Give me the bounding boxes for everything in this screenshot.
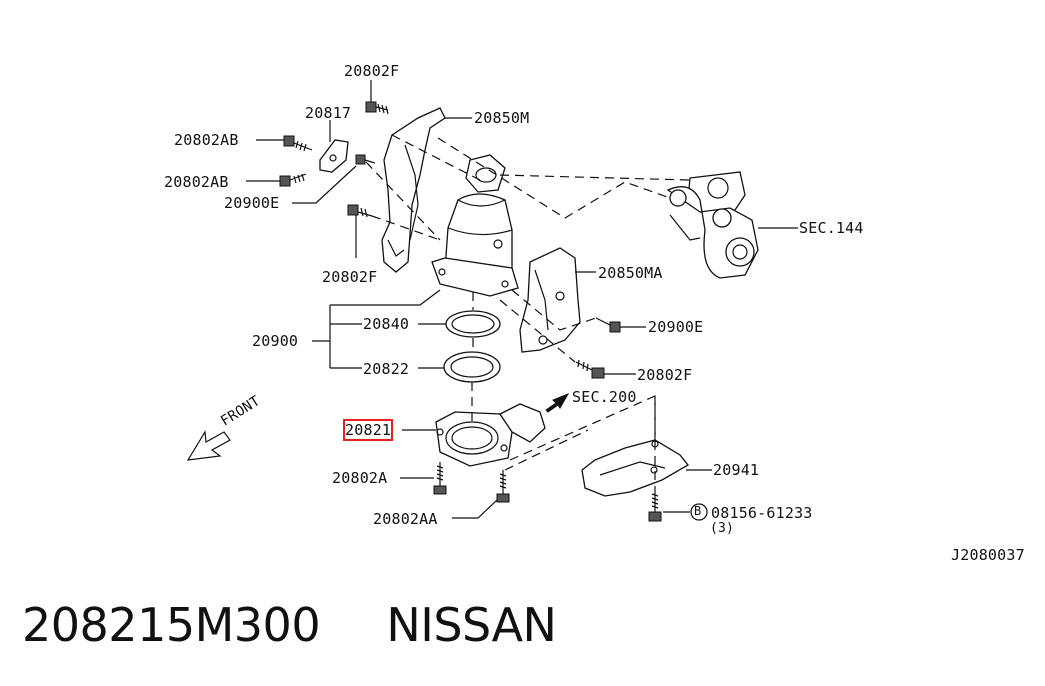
bolt-20802F-right (575, 359, 605, 379)
diagram-id: J2080037 (951, 546, 1025, 564)
bolt-20802F-mid (347, 204, 373, 218)
label-20802A[interactable]: 20802A (332, 469, 388, 487)
label-08156-61233[interactable]: 08156-61233 (711, 504, 813, 522)
label-20821-highlighted[interactable]: 20821 (342, 419, 394, 441)
label-sec200[interactable]: SEC.200 (572, 388, 637, 406)
gasket-20822 (443, 351, 501, 383)
heat-shield-20850M (381, 107, 446, 273)
bracket-20817 (319, 139, 349, 173)
label-20850MA[interactable]: 20850MA (598, 264, 663, 282)
label-20817[interactable]: 20817 (305, 104, 352, 122)
label-20802AB-1[interactable]: 20802AB (174, 131, 239, 149)
gasket-20840 (445, 310, 501, 338)
nut-20900E-right (595, 317, 621, 333)
bolt-20802AA (496, 470, 510, 503)
turbo-housing-sec144 (666, 171, 759, 279)
bolt-20802F-top (365, 101, 389, 115)
label-20802F-mid[interactable]: 20802F (322, 268, 378, 286)
label-20802F-right[interactable]: 20802F (637, 366, 693, 384)
sec200-arrow (545, 393, 570, 413)
bolt-08156-61233 (648, 490, 662, 522)
leader-lines (246, 80, 798, 519)
heat-shield-20850MA (519, 247, 581, 353)
heat-insulator-20941 (581, 439, 689, 497)
label-20802F-top[interactable]: 20802F (344, 62, 400, 80)
label-bolt-symbol: B (694, 504, 702, 518)
label-20900E-left[interactable]: 20900E (224, 194, 280, 212)
label-20802AA[interactable]: 20802AA (373, 510, 438, 528)
caption-brand: NISSAN (386, 598, 557, 652)
bolt-20802AB-1 (283, 135, 313, 152)
label-20941[interactable]: 20941 (713, 461, 760, 479)
label-qty: (3) (710, 521, 735, 536)
nut-20900E-left (355, 154, 376, 165)
label-20802AB-2[interactable]: 20802AB (164, 173, 229, 191)
catalytic-converter (431, 154, 519, 297)
label-20900[interactable]: 20900 (252, 332, 299, 350)
front-arrow-icon (186, 430, 231, 461)
label-20850M[interactable]: 20850M (474, 109, 530, 127)
flange-20821 (435, 403, 546, 467)
bolt-symbol-circle (690, 503, 708, 521)
bolt-20802AB-2 (279, 173, 307, 187)
caption: 208215M300 NISSAN (22, 598, 557, 652)
label-20822[interactable]: 20822 (363, 360, 410, 378)
bolt-20802A (433, 462, 447, 495)
label-20840[interactable]: 20840 (363, 315, 410, 333)
label-20900E-right[interactable]: 20900E (648, 318, 704, 336)
caption-part-number: 208215M300 (22, 598, 321, 652)
label-sec144[interactable]: SEC.144 (799, 219, 864, 237)
assembly-dashed-lines (365, 134, 691, 490)
